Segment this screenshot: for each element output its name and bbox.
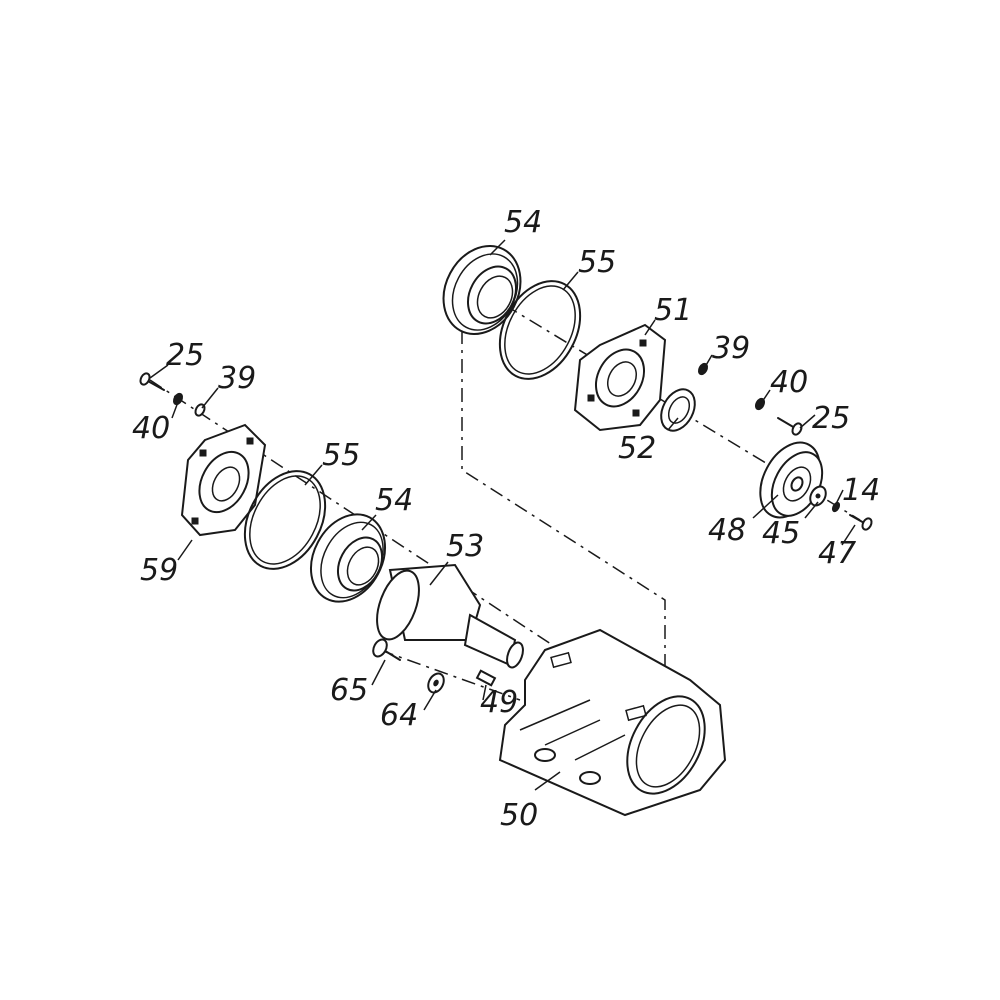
- screw-65: [372, 638, 401, 661]
- end-cover-51: [573, 323, 667, 432]
- part-labels: 54 55 51 39 40 25 52 14 48 45 47 25 39 4…: [132, 205, 880, 833]
- label-52: 52: [618, 431, 656, 466]
- label-54-left: 54: [375, 483, 413, 518]
- label-55-top: 55: [578, 245, 616, 280]
- label-49: 49: [480, 685, 518, 720]
- bearing-54-top: [442, 245, 522, 335]
- screw-25-right: [777, 417, 803, 436]
- end-cover-59: [180, 423, 267, 537]
- label-39-right: 39: [712, 331, 750, 366]
- label-59: 59: [140, 553, 178, 588]
- label-50: 50: [500, 798, 538, 833]
- label-25-left: 25: [166, 338, 204, 373]
- label-47: 47: [818, 536, 856, 571]
- screw-25-left: [139, 372, 165, 391]
- o-ring-55-left: [243, 470, 327, 570]
- label-14: 14: [842, 473, 880, 508]
- lock-washer-14: [831, 501, 841, 513]
- label-64: 64: [380, 698, 418, 733]
- label-65: 65: [330, 673, 368, 708]
- label-40-right: 40: [770, 365, 808, 400]
- bearing-54-left: [310, 513, 386, 603]
- o-ring-55-top: [498, 280, 582, 380]
- label-55-left: 55: [322, 438, 360, 473]
- label-40-left: 40: [132, 411, 170, 446]
- washer-45: [809, 485, 827, 507]
- label-54-top: 54: [504, 205, 542, 240]
- label-25-right: 25: [812, 401, 850, 436]
- label-45: 45: [762, 516, 800, 551]
- label-39-left: 39: [218, 361, 256, 396]
- label-53: 53: [446, 529, 484, 564]
- washer-64: [427, 672, 445, 694]
- housing-50: [498, 628, 727, 817]
- leader-lines: [149, 239, 856, 791]
- pulley-48: [759, 441, 824, 519]
- screw-47: [849, 514, 873, 531]
- lock-washer-40-left: [172, 392, 184, 406]
- label-48: 48: [708, 513, 746, 548]
- key-49: [475, 669, 497, 687]
- label-51: 51: [654, 293, 692, 328]
